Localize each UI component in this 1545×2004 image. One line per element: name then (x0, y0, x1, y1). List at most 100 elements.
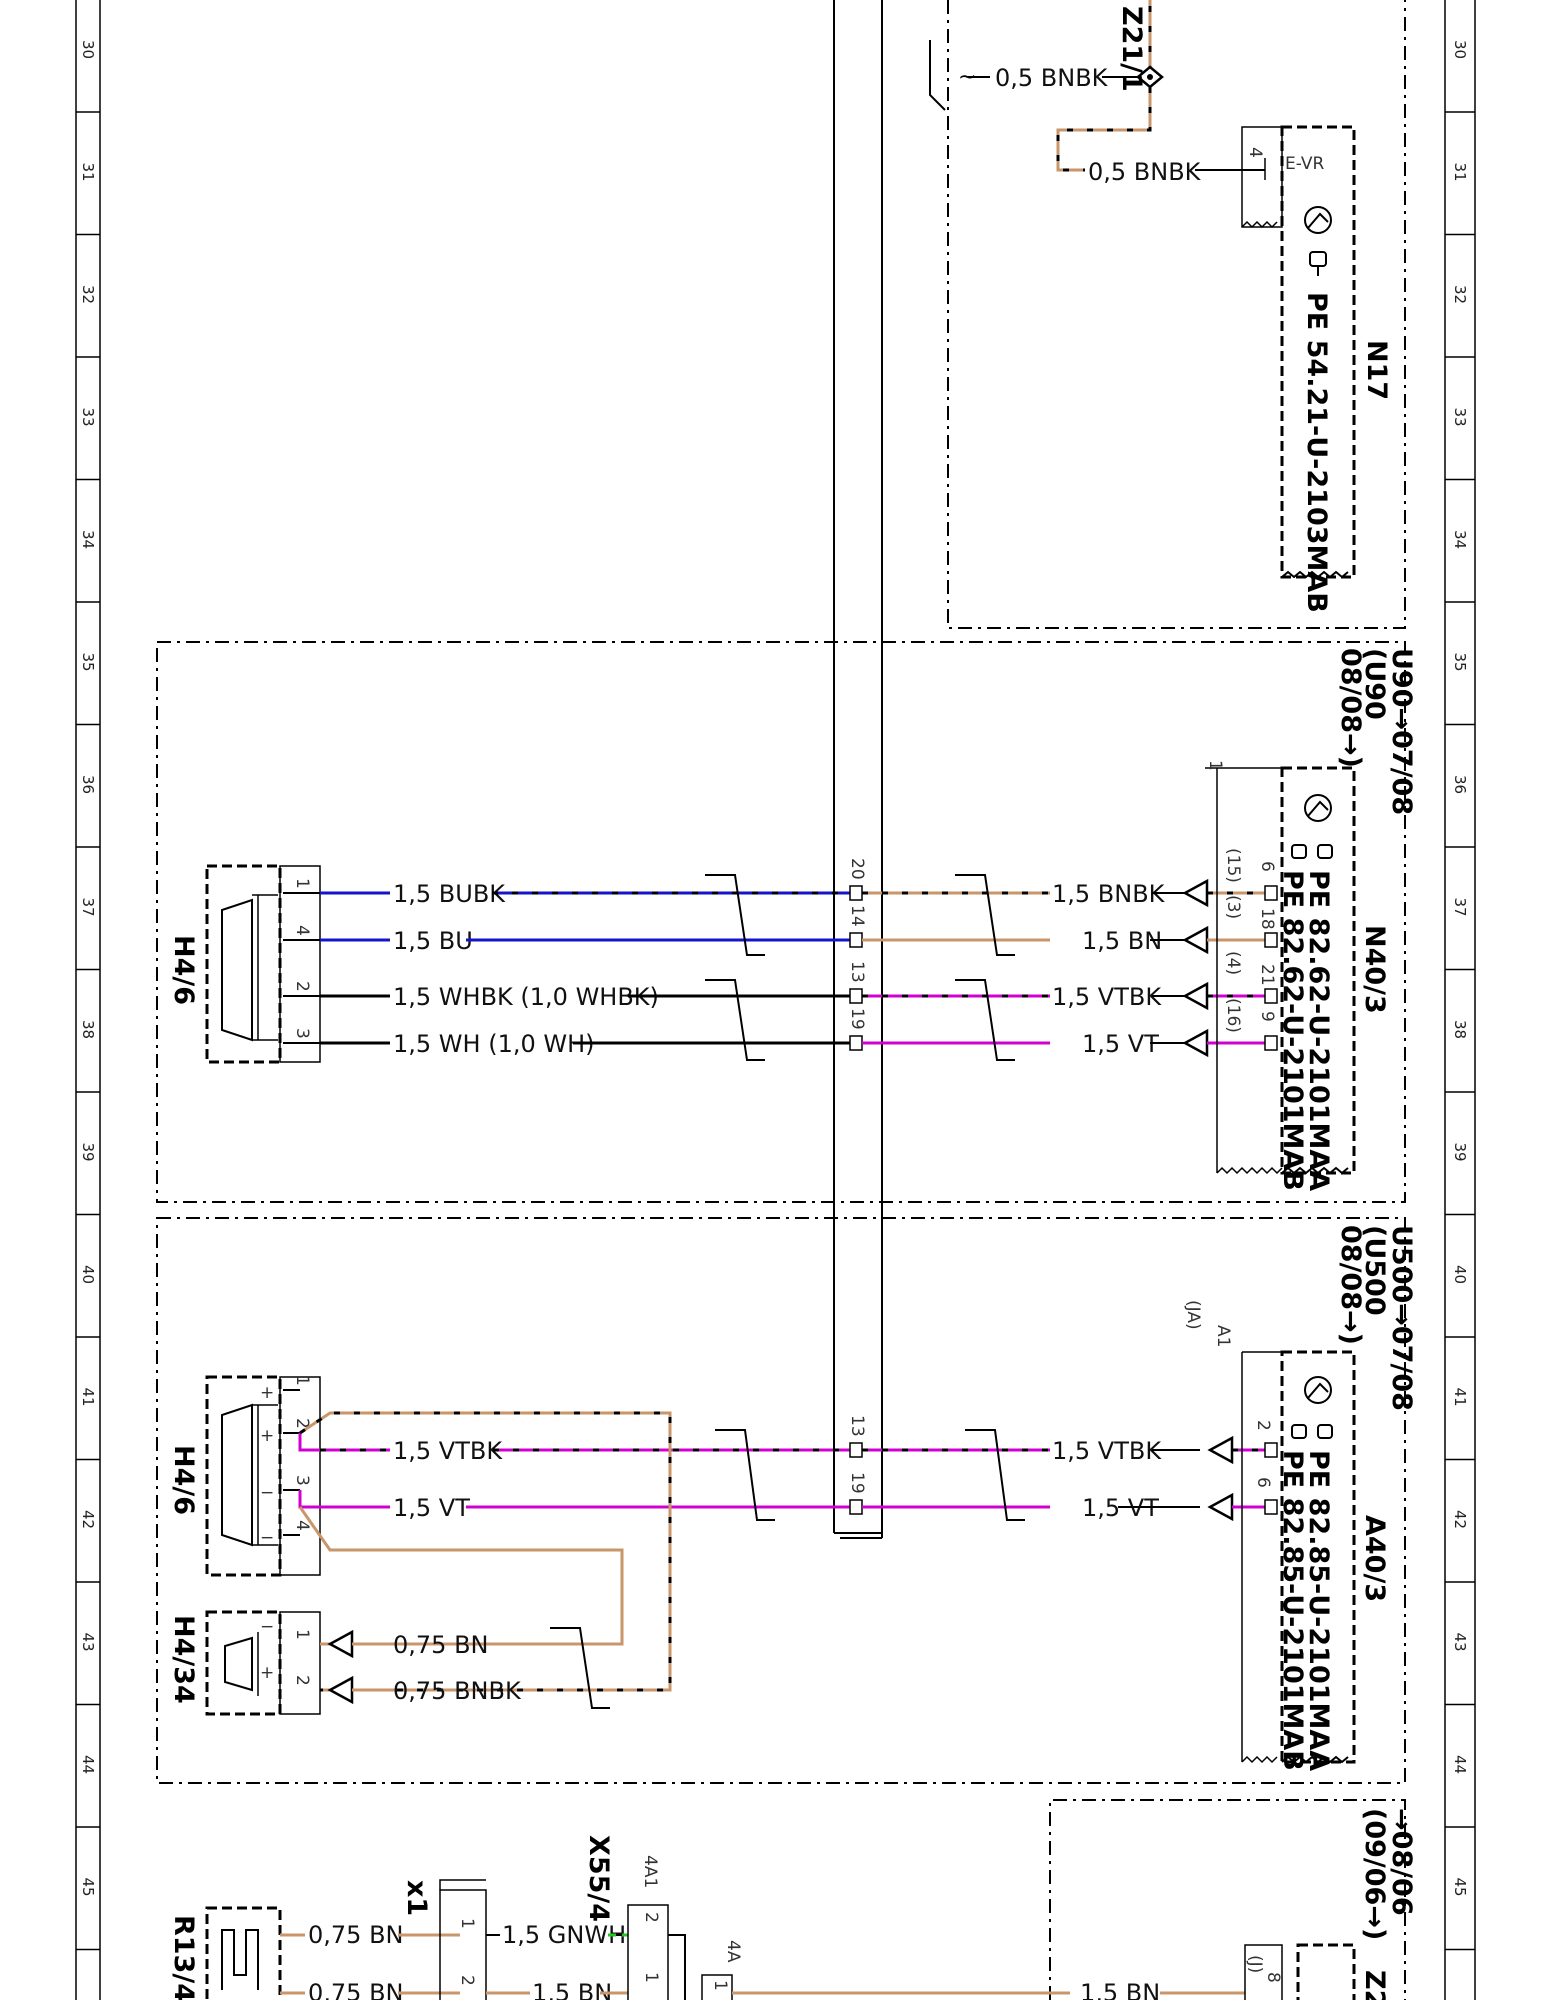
connector-arrow-icon (1182, 925, 1209, 955)
grid-number-left: 31 (79, 163, 97, 182)
speaker-icon (221, 894, 278, 1042)
h4-34-wire-label: 0,75 BNBK (393, 1677, 522, 1705)
sec1-mid-pin: 14 (847, 905, 867, 927)
sec1-right-wire-label: 1,5 BN (1082, 927, 1162, 955)
connector-arrow-icon (1182, 1028, 1209, 1058)
sec1-left-wire-label: 1,5 BU (393, 927, 473, 955)
grid-number-left: 35 (79, 653, 97, 672)
sec1-mid-pin: 13 (847, 961, 867, 983)
sec1-mid-pin: 20 (847, 858, 867, 880)
grid-number-left: 37 (79, 898, 97, 917)
sec1-left-wire-label: 1,5 BUBK (393, 880, 506, 908)
h4-6-sign: + (260, 1426, 274, 1446)
sec1-right-wire-label: 1,5 VTBK (1052, 983, 1162, 1011)
h4-34-sign: − (260, 1617, 274, 1637)
grid-number-right: 40 (1451, 1265, 1469, 1284)
sec1-right-alt-pin: (3) (1223, 895, 1243, 919)
grid-number-left: 30 (79, 40, 97, 59)
ecu-symbol-icon (1304, 794, 1332, 822)
sec1-left-wire-label: 1,5 WHBK (1,0 WHBK) (393, 983, 659, 1011)
splice-z21-1-icon (1136, 65, 1164, 89)
sec1-right-wire-label: 1,5 VT (1082, 1030, 1159, 1058)
splice-label: Z21/1 (1116, 6, 1147, 92)
bottom-pin-5: 1 (710, 1980, 730, 1991)
sec2-left-component: H4/6 (168, 1445, 199, 1515)
validity-label: U90→07/08 (1386, 648, 1417, 815)
validity-label: 08/08→) (1335, 1225, 1366, 1345)
sec1-right-alt-pin: (4) (1223, 951, 1243, 975)
speaker-icon (221, 1403, 278, 1547)
validity-label: (U500 (1359, 1225, 1390, 1316)
grid-ticks (76, 111, 1475, 1951)
bottom-r-component: R13/4 (168, 1915, 199, 2000)
bottom-pin-1: 1 (457, 1918, 477, 1929)
ecu-symbol-icon (1304, 1376, 1332, 1404)
h4-6-sign: − (260, 1528, 274, 1548)
grid-frame (75, 0, 1476, 2000)
sec1-right-component: N40/3 (1359, 925, 1390, 1014)
sec1-right-pin: 18 (1257, 908, 1277, 930)
sec1-right-pin: 21 (1257, 964, 1277, 986)
grid-number-right: 30 (1451, 40, 1469, 59)
grid-number-left: 44 (79, 1755, 97, 1774)
bottom-validity-1: →08/06 (1386, 1808, 1417, 1916)
h4-6-pin: 4 (292, 925, 312, 936)
sec1-right-pin: 6 (1257, 861, 1277, 872)
grid-number-left: 32 (79, 285, 97, 304)
sec1-right-alt-pin: (16) (1223, 998, 1243, 1033)
connector-arrow-icon (1182, 878, 1209, 908)
top-wire1-label: 0,5 BNBK (995, 64, 1109, 92)
bottom-pin-2: 2 (457, 1975, 477, 1986)
sec1-right-wire-label: 1,5 BNBK (1052, 880, 1166, 908)
bottom-right-sub: (J) (1245, 1955, 1265, 1973)
sec2-right-pin: 6 (1253, 1477, 1273, 1488)
sec1-left-wire-label: 1,5 WH (1,0 WH) (393, 1030, 595, 1058)
grid-number-right: 43 (1451, 1633, 1469, 1652)
sec2-left-wire-label: 1,5 VTBK (393, 1437, 503, 1465)
h4-6-pin: 2 (292, 1418, 312, 1429)
grid-number-left: 33 (79, 408, 97, 427)
bottom-wire-1: 0,75 BN (308, 1921, 403, 1949)
sec1-right-pin: 9 (1257, 1011, 1277, 1022)
top-wire2-label: 0,5 BNBK (1088, 158, 1202, 186)
top-pin-name: E-VR (1285, 154, 1325, 174)
validity-label: U500→07/08 (1386, 1225, 1417, 1411)
sec2-connector-label: A1 (1213, 1325, 1233, 1347)
bottom-pin-4: 1 (641, 1972, 661, 1983)
top-doc-ref: PE 54.21-U-2103MAB (1301, 292, 1332, 613)
bottom-pin-6: 8 (1263, 1972, 1283, 1983)
bottom-x55-label2: 4A (723, 1940, 743, 1963)
grid-number-right: 33 (1451, 408, 1469, 427)
sec2-mid-pin: 13 (847, 1415, 867, 1437)
top-component-n17: N17 (1361, 340, 1392, 400)
grid-number-right: 31 (1451, 163, 1469, 182)
sec1-right-alt-pin: (15) (1223, 848, 1243, 883)
sec1-right-side-number: 1 (1205, 760, 1225, 771)
grid-number-right: 38 (1451, 1020, 1469, 1039)
bottom-validity-2: (09/06→) (1359, 1808, 1390, 1940)
bottom-wire-5: 1,5 BN (1080, 1979, 1160, 2000)
pointing-hand-icon (1291, 1424, 1333, 1439)
pointing-hand-icon (1309, 251, 1327, 276)
top-pin: 4 (1245, 147, 1265, 158)
sec2-mid-pin: 19 (847, 1472, 867, 1494)
ecu-symbol-icon (1304, 206, 1332, 234)
sec1-mid-pin: 19 (847, 1008, 867, 1030)
connector-arrow-icon (1182, 981, 1209, 1011)
sec1-doc-ref-2: PE 82.62-U-2101MAB (1277, 870, 1308, 1191)
bottom-wire-4: 1,5 BN (532, 1979, 612, 2000)
pointing-hand-icon (1291, 844, 1333, 859)
grid-number-right: 45 (1451, 1878, 1469, 1897)
bottom-wire-3: 1,5 GNWH (502, 1921, 626, 1949)
grid-number-right: 32 (1451, 285, 1469, 304)
validity-label: (U90 (1359, 648, 1390, 720)
grid-number-left: 40 (79, 1265, 97, 1284)
grid-number-left: 36 (79, 775, 97, 794)
h4-6-pin: 3 (292, 1028, 312, 1039)
bottom-pin-3: 2 (641, 1912, 661, 1923)
sec2-doc-ref-2: PE 82.85-U-2101MAB (1277, 1450, 1308, 1771)
